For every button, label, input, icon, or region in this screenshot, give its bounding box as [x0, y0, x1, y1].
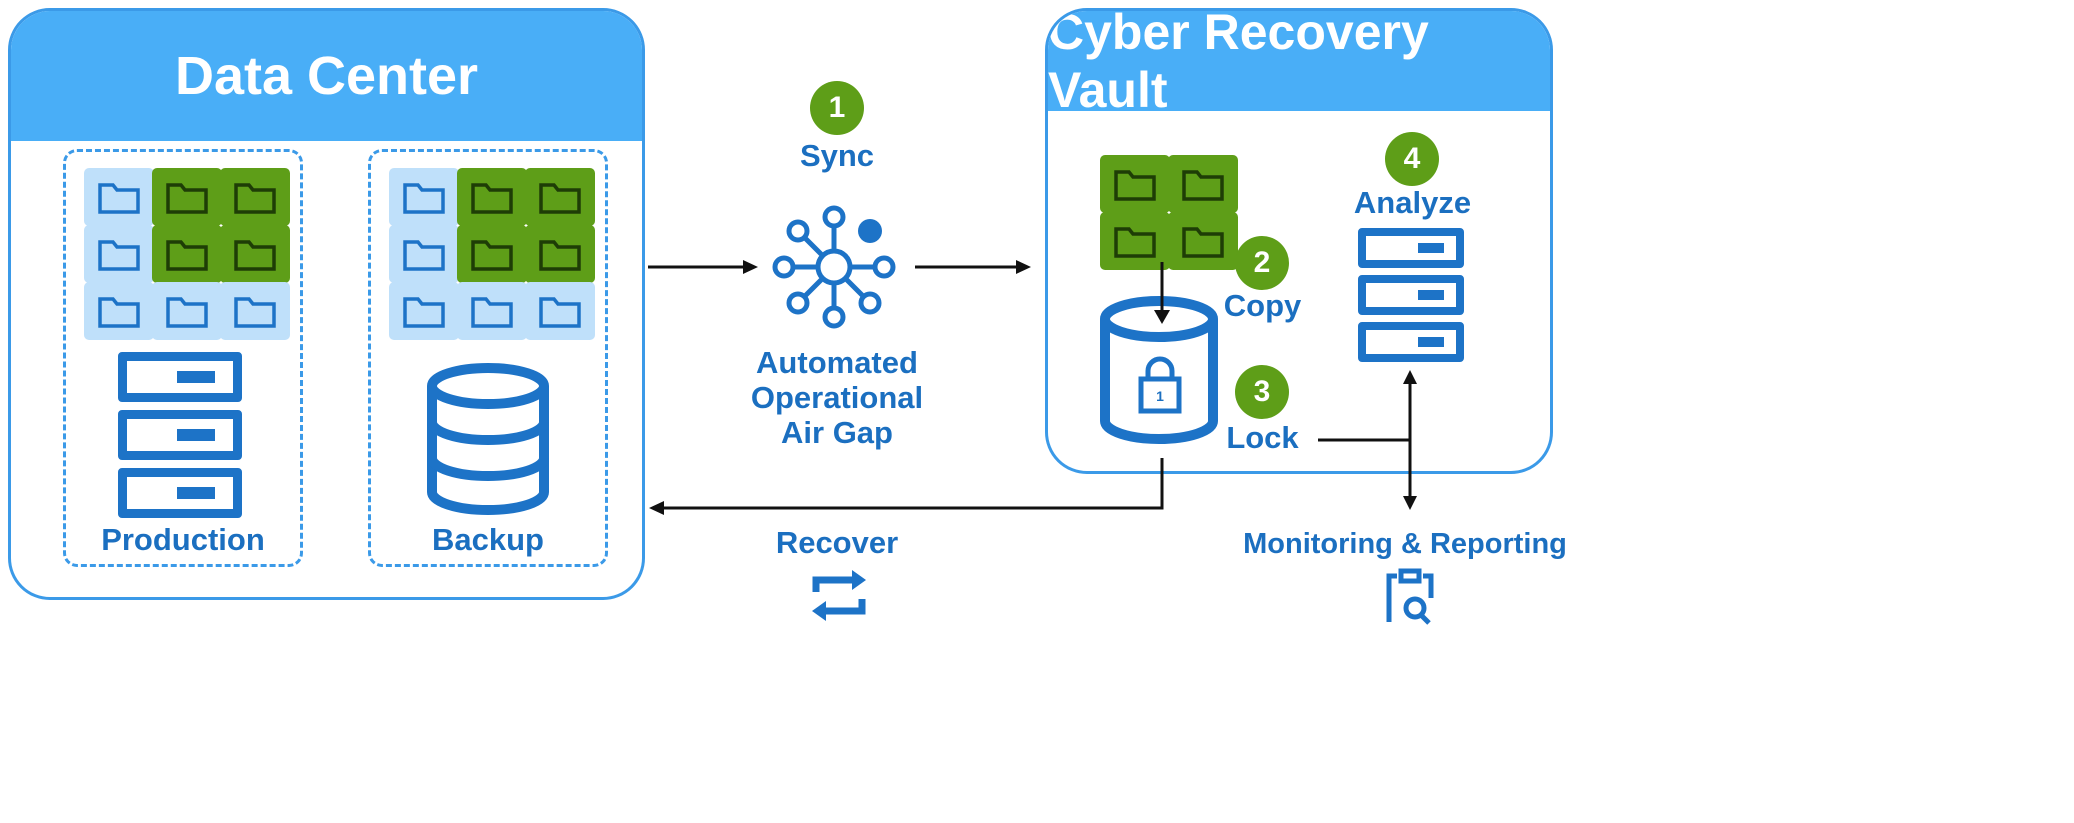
- lock-number: 1: [1156, 388, 1164, 404]
- air-gap-caption-line2: Operational: [750, 380, 924, 415]
- folder-icon: [84, 168, 154, 226]
- folder-icon: [152, 168, 222, 226]
- copy-label: Copy: [1223, 288, 1302, 323]
- server-icon: [1358, 228, 1464, 268]
- lock-label: Lock: [1226, 420, 1299, 455]
- monitoring-reporting-label: Monitoring & Reporting: [1243, 528, 1567, 560]
- step-3-badge: 3: [1235, 365, 1289, 419]
- air-gap-caption-line1: Automated: [756, 345, 918, 380]
- data-center-panel: Data Center Production Backup: [8, 8, 645, 600]
- server-icon: [1358, 275, 1464, 315]
- step-4-badge: 4: [1385, 132, 1439, 186]
- recover-arrows-icon: [812, 570, 866, 621]
- folder-icon: [1168, 155, 1238, 213]
- data-center-title: Data Center: [11, 11, 642, 141]
- analyze-label: Analyze: [1353, 185, 1472, 220]
- folder-icon: [525, 225, 595, 283]
- server-icon: [1358, 322, 1464, 362]
- server-icon: [118, 410, 242, 460]
- copy-arrow: [1154, 262, 1170, 324]
- server-icon: [118, 468, 242, 518]
- backup-group: Backup: [368, 149, 608, 567]
- vault-title: Cyber Recovery Vault: [1048, 11, 1550, 118]
- folder-icon: [220, 168, 290, 226]
- folder-icon: [457, 168, 527, 226]
- folder-icon: [525, 282, 595, 340]
- server-icon: [118, 352, 242, 402]
- folder-icon: [220, 282, 290, 340]
- folder-icon: [84, 225, 154, 283]
- step-2-badge: 2: [1235, 236, 1289, 290]
- production-group: Production: [63, 149, 303, 567]
- folder-icon: [389, 282, 459, 340]
- folder-icon: [389, 168, 459, 226]
- folder-icon: [152, 225, 222, 283]
- database-icon: [427, 363, 549, 515]
- folder-icon: [1168, 212, 1238, 270]
- step-1-badge: 1: [810, 81, 864, 135]
- folder-icon: [220, 225, 290, 283]
- folder-icon: [525, 168, 595, 226]
- folder-icon: [1100, 212, 1170, 270]
- locked-database-icon: [1100, 296, 1218, 444]
- air-gap-caption-line3: Air Gap: [781, 415, 893, 450]
- production-label: Production: [101, 522, 265, 557]
- backup-label: Backup: [432, 522, 544, 557]
- folder-icon: [1100, 155, 1170, 213]
- folder-icon: [152, 282, 222, 340]
- lock-icon: [1138, 356, 1182, 414]
- folder-icon: [389, 225, 459, 283]
- network-hub-icon: [772, 205, 896, 329]
- folder-icon: [457, 225, 527, 283]
- sync-label: Sync: [799, 138, 875, 173]
- folder-icon: [84, 282, 154, 340]
- report-search-icon: [1386, 568, 1434, 625]
- folder-icon: [457, 282, 527, 340]
- recover-label: Recover: [775, 525, 899, 560]
